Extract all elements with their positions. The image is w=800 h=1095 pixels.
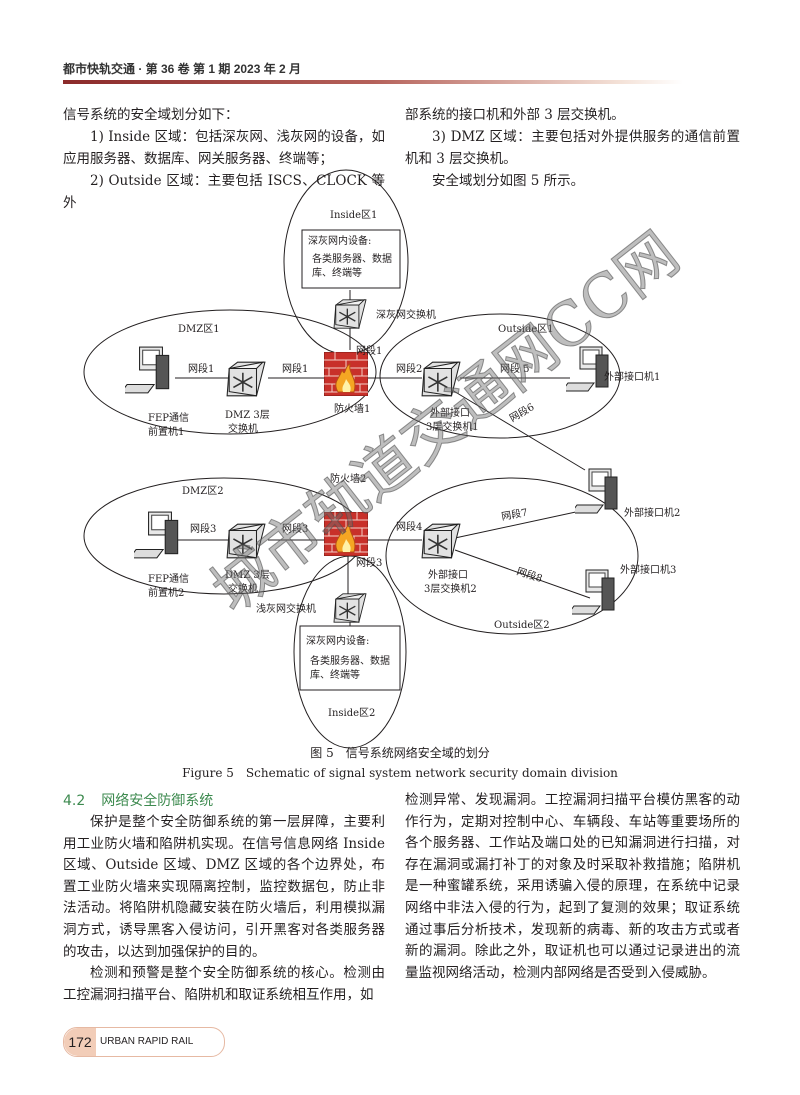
device-label: FEP通信 — [148, 412, 189, 424]
device-label: 外部接口机2 — [624, 506, 680, 519]
page-number: 172 — [64, 1028, 96, 1056]
box-text: 库、终端等 — [312, 266, 362, 279]
device-label: 外部接口 — [430, 406, 470, 419]
device-label: DMZ 3层 — [225, 569, 270, 581]
firewall-icon — [324, 352, 368, 396]
box-text: 各类服务器、数据 — [312, 252, 392, 265]
device-label: 3层交换机2 — [424, 582, 477, 595]
box-text: 各类服务器、数据 — [310, 654, 390, 667]
device-label: DMZ 3层 — [225, 409, 270, 421]
paragraph: 保护是整个安全防御系统的第一层屏障，主要利用工业防火墙和陷阱机实现。在信号信息网… — [63, 814, 385, 960]
paragraph: 信号系统的安全域划分如下： — [63, 107, 239, 123]
device-label: 深灰网交换机 — [376, 308, 436, 321]
dmz-switch-icon — [226, 361, 266, 397]
box-text: 深灰网内设备: — [306, 634, 369, 647]
deep-devices-box — [301, 229, 401, 289]
device-label: FEP通信 — [148, 573, 189, 585]
segment-label: 网段1 — [188, 362, 214, 375]
segment-label: 网段3 — [356, 556, 382, 569]
paragraph: 检测异常、发现漏洞。工控漏洞扫描平台模仿黑客的动作行为，定期对控制中心、车辆段、… — [405, 792, 740, 981]
device-label: 前置机1 — [148, 425, 184, 438]
journal-name-en: URBAN RAPID RAIL TRANSIT — [100, 1036, 193, 1047]
device-label: 外部接口机1 — [604, 370, 660, 383]
zone-label: Inside区2 — [328, 707, 375, 719]
zone-dmz2 — [83, 477, 365, 595]
section-heading: 4.2 网络安全防御系统 — [63, 790, 229, 810]
segment-label: 网段3 — [190, 522, 216, 535]
external-host-computer-icon — [566, 346, 609, 392]
segment-label: 网段8 — [515, 564, 544, 585]
device-label: 浅灰网交换机 — [256, 602, 316, 615]
fep-computer-icon — [134, 511, 179, 559]
segment-label: 网段3 — [282, 522, 308, 535]
segment-label: 网段 5 — [500, 362, 530, 375]
box-text: 库、终端等 — [310, 668, 360, 681]
light-gray-switch-icon — [333, 593, 367, 623]
device-label: 外部接口机3 — [620, 563, 676, 576]
outside-switch-icon — [421, 523, 461, 559]
device-label: 3层交换机1 — [426, 420, 479, 433]
dmz-switch-icon — [226, 523, 266, 559]
paragraph: 1) Inside 区域：包括深灰网、浅灰网的设备，如应用服务器、数据库、网关服… — [63, 129, 385, 167]
zone-label: DMZ区1 — [178, 323, 220, 335]
device-label: 防火墙2 — [330, 472, 366, 485]
segment-label: 网段1 — [282, 362, 308, 375]
running-header: 都市快轨交通 · 第 36 卷 第 1 期 2023 年 2 月 — [63, 62, 302, 76]
zone-dmz1 — [83, 309, 377, 435]
figure-caption-en: Figure 5 Schematic of signal system netw… — [182, 766, 618, 780]
paragraph: 3) DMZ 区域：主要包括对外提供服务的通信前置机和 3 层交换机。 — [405, 129, 740, 167]
section-number: 4.2 — [63, 793, 86, 809]
paragraph: 安全域划分如图 5 所示。 — [432, 173, 585, 189]
zone-label: Outside区1 — [498, 323, 554, 335]
body-left-column: 保护是整个安全防御系统的第一层屏障，主要利用工业防火墙和陷阱机实现。在信号信息网… — [63, 812, 385, 1006]
device-label: 前置机2 — [148, 586, 184, 599]
segment-label: 网段2 — [396, 362, 422, 375]
external-host-computer-icon — [575, 468, 618, 514]
zone-outside1 — [379, 313, 621, 439]
paragraph: 2) Outside 区域：主要包括 ISCS、CLOCK 等外 — [63, 173, 385, 211]
fep-computer-icon — [125, 346, 170, 394]
device-label: 交换机 — [228, 582, 258, 595]
intro-right-column: 部系统的接口机和外部 3 层交换机。 3) DMZ 区域：主要包括对外提供服务的… — [405, 104, 740, 192]
section-title: 网络安全防御系统 — [101, 793, 214, 809]
segment-label: 网段7 — [500, 506, 528, 523]
network-links — [175, 290, 591, 626]
device-label: 交换机 — [228, 422, 258, 435]
zone-label: Outside区2 — [494, 619, 550, 631]
zone-inside2 — [293, 555, 407, 749]
box-text: 深灰网内设备: — [308, 234, 371, 247]
external-host-computer-icon — [572, 569, 615, 615]
segment-label: 网段1 — [356, 344, 382, 357]
segment-label: 网段6 — [507, 400, 536, 424]
zone-label: DMZ区2 — [182, 485, 224, 497]
segment-label: 网段4 — [396, 520, 422, 533]
zone-label: Inside区1 — [330, 209, 377, 221]
paragraph: 检测和预警是整个安全防御系统的核心。检测由工控漏洞扫描平台、陷阱机和取证系统相互… — [63, 965, 385, 1003]
device-label: 外部接口 — [428, 568, 468, 581]
body-right-column: 检测异常、发现漏洞。工控漏洞扫描平台模仿黑客的动作行为，定期对控制中心、车辆段、… — [405, 790, 740, 984]
header-rule — [63, 80, 683, 84]
device-label: 防火墙1 — [334, 402, 370, 415]
page-footer: 172 URBAN RAPID RAIL TRANSIT — [63, 1027, 225, 1057]
deep-gray-switch-icon — [333, 299, 367, 329]
paragraph: 部系统的接口机和外部 3 层交换机。 — [405, 107, 625, 123]
firewall-icon — [324, 512, 368, 556]
zone-outside2 — [385, 477, 639, 635]
intro-left-column: 信号系统的安全域划分如下： 1) Inside 区域：包括深灰网、浅灰网的设备，… — [63, 104, 385, 214]
figure-caption-cn: 图 5 信号系统网络安全域的划分 — [310, 746, 490, 760]
